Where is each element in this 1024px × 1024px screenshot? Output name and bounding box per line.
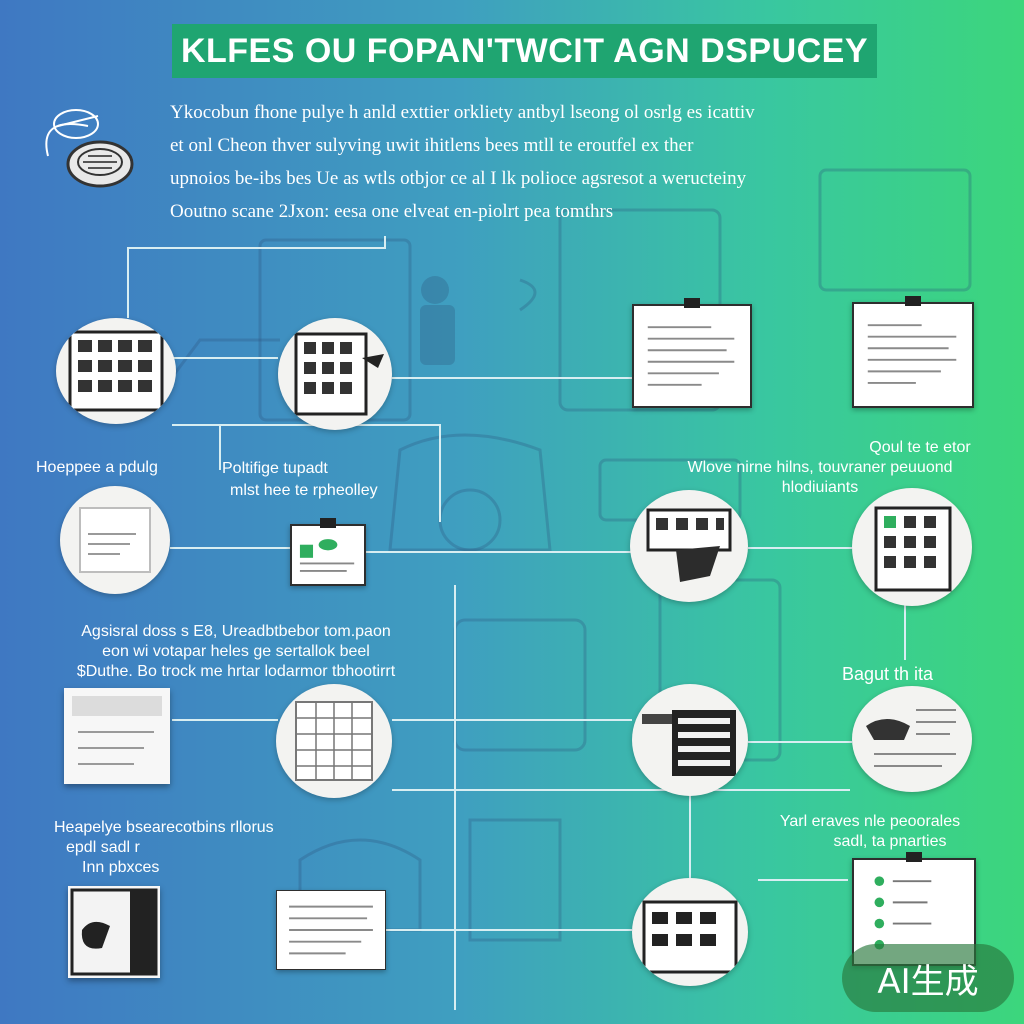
node-clipboard-document-2 (852, 296, 974, 408)
intro-line: Ooutno scane 2Jxon: eesa one elveat en-p… (170, 201, 614, 222)
intro-line: upnoios be-ibs bes Ue as wtls otbjor ce … (170, 168, 747, 189)
document-icon (72, 696, 162, 765)
node-window-grid (56, 318, 176, 424)
label-line: mlst hee te rpheolley (230, 482, 378, 499)
window-grid-icon (646, 508, 732, 582)
label-line: eon wi votapar heles ge sertallok beel (102, 643, 370, 660)
window-grid-icon (68, 330, 164, 412)
node-package-box (68, 886, 160, 978)
label-step-6: Heapelye bsearecotbins rllorus epdl sadl… (54, 818, 274, 878)
label-step-3: Qoul te te etor Wlove nirne hilns, touvr… (640, 438, 1000, 498)
document-icon (866, 709, 956, 767)
node-desk-document (852, 686, 972, 792)
package-icon (70, 888, 158, 976)
title-bar: KLFES OU FOPAN'TWCIT AGN DSPUCEY (172, 24, 877, 78)
window-grid-icon (294, 332, 384, 416)
window-grid-icon (642, 710, 736, 776)
node-spreadsheet (276, 684, 392, 798)
label-line: Qoul te te etor (869, 439, 971, 456)
label-step-1: Hoeppee a pdulg (36, 459, 158, 476)
node-window-grid-2 (278, 318, 392, 430)
intro-paragraph: Ykocobun fhone pulye h anld exttier orkl… (170, 96, 970, 228)
label-line: Agsisral doss s E8, Ureadbtbebor tom.pao… (81, 623, 391, 640)
node-clipboard-green (290, 518, 366, 586)
window-grid-icon (874, 506, 952, 592)
node-document-stack (60, 486, 170, 594)
clipboard-icon (299, 539, 355, 572)
label-line: $Duthe. Bo trock me hrtar lodarmor tbhoo… (76, 663, 396, 680)
node-clipboard-document (632, 298, 752, 408)
label-line: hlodiuiants (781, 479, 859, 496)
label-step-2: Poltifige tupadt mlst hee te rpheolley (222, 458, 378, 502)
label-line: Wlove nirne hilns, touvraner peuuond (687, 459, 953, 476)
label-line: Inn pbxces (82, 859, 160, 876)
document-icon (867, 324, 957, 384)
document-icon (289, 905, 373, 955)
page-title: KLFES OU FOPAN'TWCIT AGN DSPUCEY (180, 31, 869, 70)
label-line: Poltifige tupadt (222, 460, 328, 477)
node-window-grid-6 (632, 878, 748, 986)
window-grid-icon (642, 900, 738, 974)
document-icon (79, 507, 151, 573)
label-line: Yarl eraves nle peoorales (779, 813, 961, 830)
document-icon (647, 326, 735, 386)
label-line: sadl, ta pnarties (833, 833, 947, 850)
node-window-grid-5 (632, 684, 748, 796)
intro-line: Ykocobun fhone pulye h anld exttier orkl… (170, 102, 755, 123)
badge-text: AI生成 (877, 961, 979, 1002)
label-step-5: Bagut th ita (842, 664, 934, 684)
label-step-4: Agsisral doss s E8, Ureadbtbebor tom.pao… (16, 622, 456, 682)
label-step-7: Yarl eraves nle peoorales sadl, ta pnart… (760, 812, 980, 852)
node-window-grid-4 (852, 488, 972, 606)
label-line: Heapelye bsearecotbins rllorus (54, 819, 274, 836)
label-line: epdl sadl r (66, 839, 140, 856)
intro-line: et onl Cheon thver sulyving uwit ihitlen… (170, 135, 694, 156)
node-window-grid-3 (630, 490, 748, 602)
node-document-box (64, 688, 170, 784)
ai-generated-badge: AI生成 (842, 944, 1014, 1012)
node-paper-scroll (276, 890, 386, 970)
pencil-sketch-disc-icon (28, 96, 148, 206)
spreadsheet-icon (295, 701, 373, 781)
